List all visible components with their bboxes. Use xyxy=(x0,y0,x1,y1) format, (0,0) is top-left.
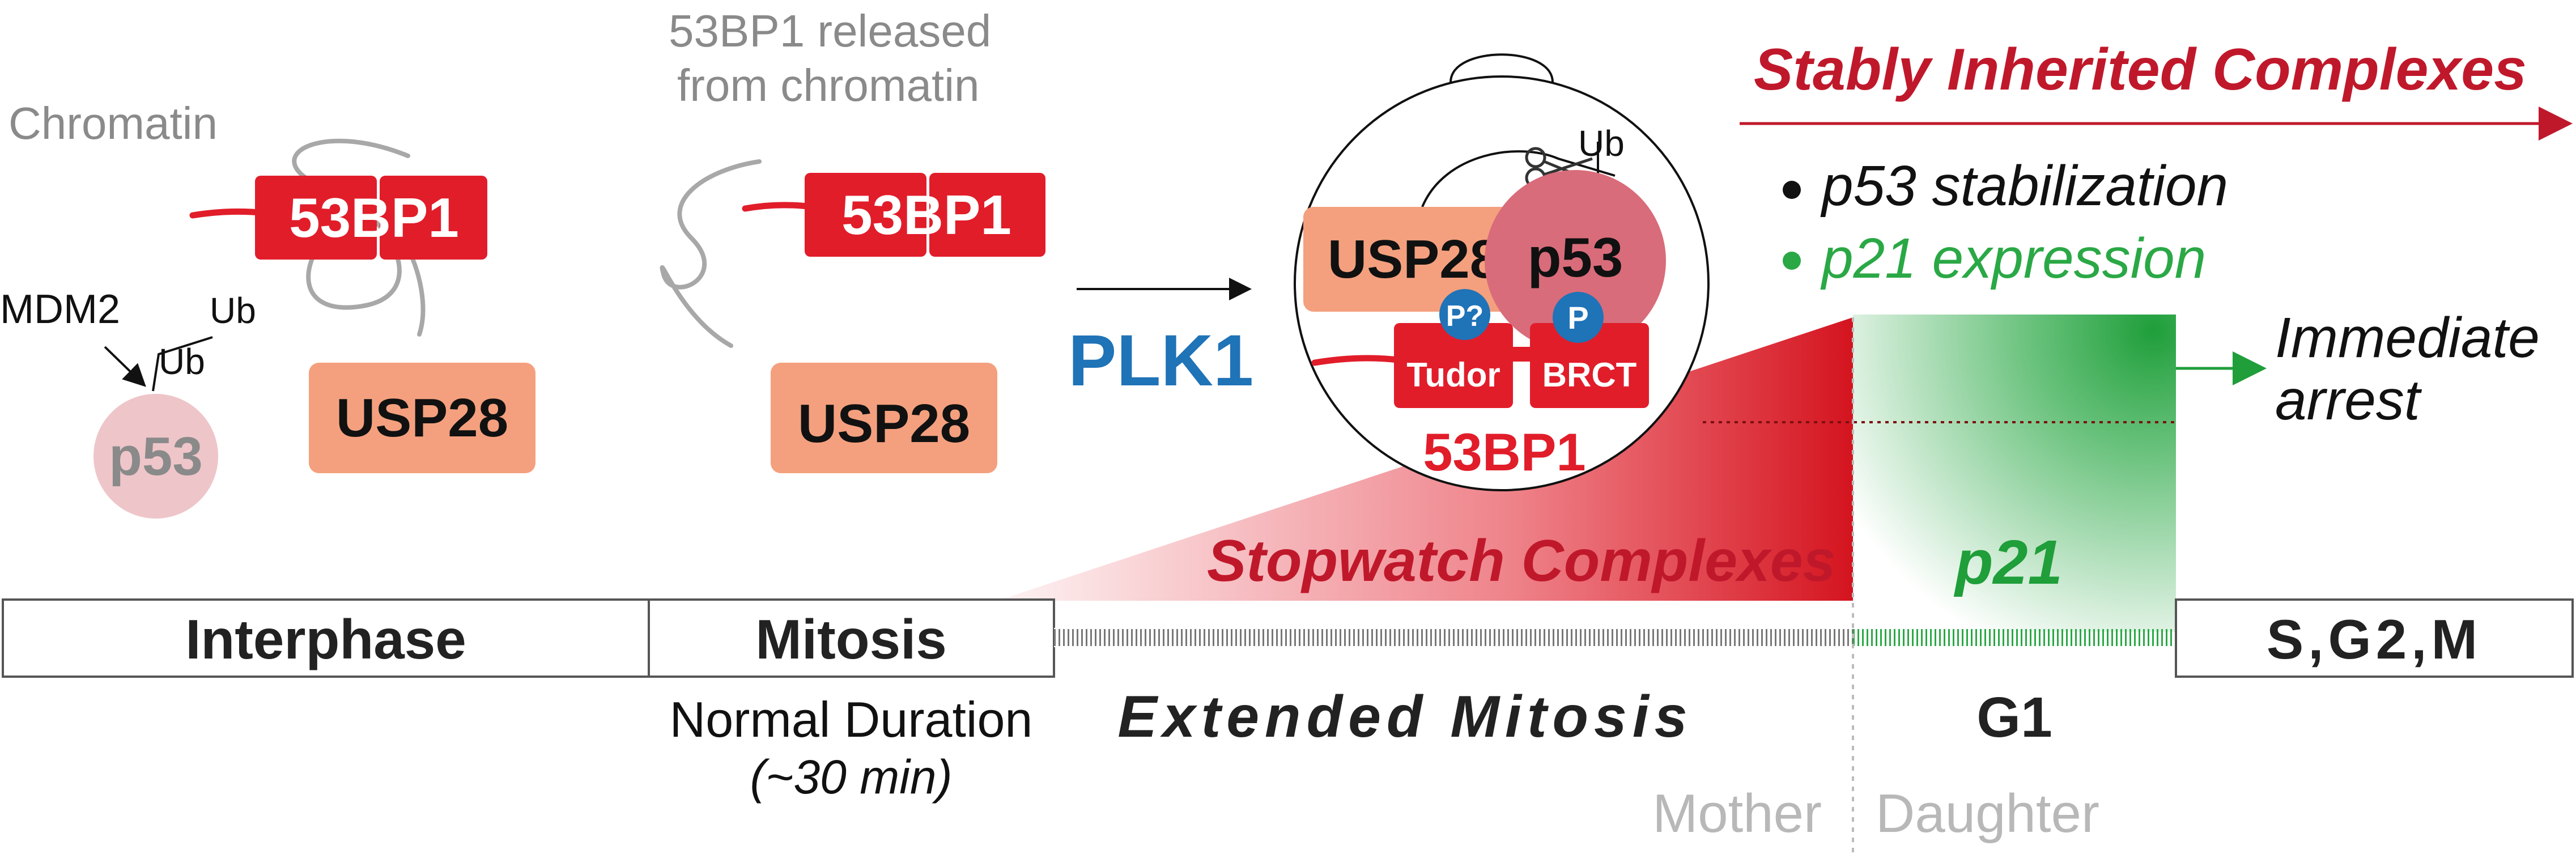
mdm2-label: MDM2 xyxy=(0,287,120,332)
free-chromatin-strand xyxy=(660,159,762,348)
stopwatch-complexes-label: Stopwatch Complexes xyxy=(1207,528,1836,594)
plk1-label: PLK1 xyxy=(1068,320,1253,401)
phospho-label: P xyxy=(1567,300,1588,335)
usp28-label-mitosis: USP28 xyxy=(798,393,970,454)
stably-inherited-title: Stably Inherited Complexes xyxy=(1754,37,2527,103)
53bp1-label: 53BP1 xyxy=(289,186,459,249)
mitosis-label: Mitosis xyxy=(755,608,947,670)
53bp1-block-right-mitosis xyxy=(929,173,1045,257)
ub-chain xyxy=(152,336,213,392)
53bp1-block-left-mitosis xyxy=(805,173,926,257)
stably-inherited-panel: Stably Inherited Complexes p53 stabiliza… xyxy=(1740,37,2573,432)
phospho-question-label: P? xyxy=(1446,300,1483,333)
p53-strong-circle xyxy=(1485,170,1666,351)
interphase-label: Interphase xyxy=(185,608,466,670)
bullet-p53-stabilization: p53 stabilization xyxy=(1820,154,2228,218)
phospho-question-badge xyxy=(1439,289,1490,340)
brct-label: BRCT xyxy=(1542,356,1637,394)
mother-label: Mother xyxy=(1652,783,1822,844)
ub-label-2: Ub xyxy=(210,290,256,331)
brct-domain xyxy=(1530,323,1649,408)
p21-label: p21 xyxy=(1953,528,2063,597)
normal-time-label: (~30 min) xyxy=(750,750,952,804)
tudor-domain xyxy=(1394,323,1513,408)
53bp1-tail-inset xyxy=(1311,355,1406,366)
chromatin-label: Chromatin xyxy=(8,98,218,148)
ub-label-inset: Ub xyxy=(1578,123,1625,164)
phospho-badge xyxy=(1553,292,1604,343)
released-line-1: 53BP1 released xyxy=(669,6,991,56)
sg2m-phase-box xyxy=(2175,598,2574,678)
usp28-label-inset: USP28 xyxy=(1328,229,1500,290)
g1-label: G1 xyxy=(1976,686,2052,749)
ub-chain-inset xyxy=(1421,150,1616,207)
sg2m-label: S,G2,M xyxy=(2267,608,2482,670)
mitosis-panel: 53BP1 released from chromatin 53BP1 USP2… xyxy=(660,6,1253,473)
usp28-box xyxy=(309,363,535,473)
mdm2-arrow xyxy=(104,346,146,387)
bullet-p21-expression: p21 expression xyxy=(1820,227,2206,290)
usp28-label: USP28 xyxy=(336,388,508,448)
extended-mitosis-label: Extended Mitosis xyxy=(1117,684,1693,750)
53bp1-label-inset: 53BP1 xyxy=(1423,422,1585,482)
p53-pale-circle xyxy=(93,394,218,519)
53bp1-label-mitosis: 53BP1 xyxy=(841,184,1011,246)
53bp1-block-right xyxy=(380,176,487,260)
tudor-brct-linker xyxy=(1510,347,1533,362)
tudor-label: Tudor xyxy=(1406,356,1500,394)
53bp1-block-left xyxy=(255,176,377,260)
timeline: Interphase Mitosis S,G2,M Normal Duratio… xyxy=(2,317,2574,858)
p53-label-pale: p53 xyxy=(109,426,202,487)
interphase-panel: Chromatin 53BP1 MDM2 Ub Ub p53 USP28 xyxy=(0,98,535,519)
bullet-black xyxy=(1783,181,1801,199)
normal-duration-label: Normal Duration xyxy=(670,691,1033,747)
complex-inset: Ub USP28 p53 Tudor BRCT P? P 53BP1 xyxy=(1294,53,1710,491)
arrest-label: arrest xyxy=(2275,368,2422,432)
released-line-2: from chromatin xyxy=(677,60,979,111)
daughter-label: Daughter xyxy=(1876,783,2099,844)
inset-handle xyxy=(1449,53,1554,83)
p53-label-inset: p53 xyxy=(1528,226,1623,288)
usp28-box-mitosis xyxy=(771,363,997,473)
usp28-box-inset xyxy=(1303,207,1530,312)
p21-green-block xyxy=(1853,315,2176,632)
ub-label-1: Ub xyxy=(159,341,205,382)
immediate-label: Immediate xyxy=(2275,306,2540,369)
bullet-green xyxy=(1783,252,1801,270)
